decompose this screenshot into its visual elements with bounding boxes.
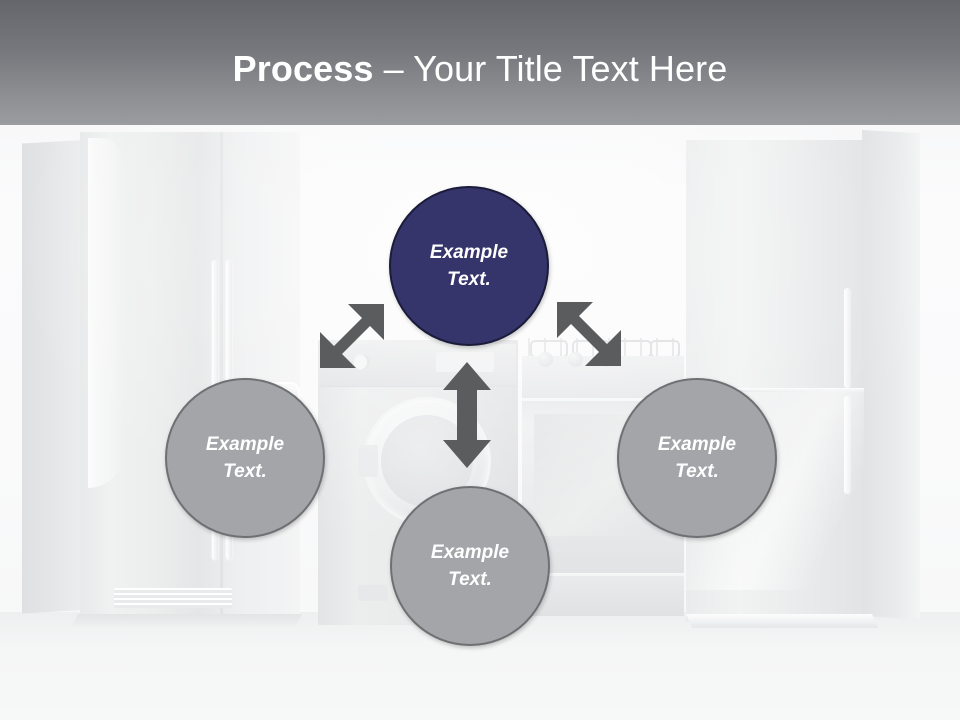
node-bottom-line2: Text. xyxy=(448,569,492,590)
node-left[interactable]: Example Text. xyxy=(165,378,325,538)
fridge-left-side-panel xyxy=(22,140,84,614)
fridge-right-handle-upper xyxy=(844,288,851,388)
node-bottom-label: Example Text. xyxy=(417,539,523,593)
node-right-label: Example Text. xyxy=(644,431,750,485)
title-bar: Process – Your Title Text Here xyxy=(0,0,960,125)
connector-top-right-arrow xyxy=(545,296,645,396)
washer-program-dial xyxy=(354,354,370,370)
page-title-separator: – xyxy=(373,48,414,89)
connector-top-left-arrow xyxy=(306,298,406,398)
node-top[interactable]: Example Text. xyxy=(389,186,549,346)
fridge-left-gloss xyxy=(88,138,124,488)
node-right-line2: Text. xyxy=(675,461,719,482)
connector-top-bottom-arrow xyxy=(437,362,497,468)
node-top-line2: Text. xyxy=(447,269,491,290)
fridge-right-base xyxy=(686,614,879,628)
node-right-line1: Example xyxy=(657,434,737,455)
stove-knob-1 xyxy=(538,352,553,367)
node-bottom-line1: Example xyxy=(430,542,510,563)
oven-storage-drawer xyxy=(522,574,684,616)
node-left-line2: Text. xyxy=(223,461,267,482)
fridge-right-side-panel xyxy=(862,130,920,620)
node-left-line1: Example xyxy=(205,434,285,455)
node-left-label: Example Text. xyxy=(192,431,298,485)
washer-display xyxy=(436,352,494,372)
refrigerator-left-image xyxy=(22,132,302,628)
page-title: Process – Your Title Text Here xyxy=(0,47,960,91)
node-bottom[interactable]: Example Text. xyxy=(390,486,550,646)
node-right[interactable]: Example Text. xyxy=(617,378,777,538)
refrigerator-right-image xyxy=(686,130,928,630)
node-top-line1: Example xyxy=(429,242,509,263)
fridge-left-base xyxy=(71,614,302,628)
fridge-left-door-split xyxy=(220,132,223,616)
node-top-label: Example Text. xyxy=(416,239,522,293)
page-title-strong: Process xyxy=(232,48,374,89)
washer-door-latch xyxy=(358,445,378,477)
page-title-light: Your Title Text Here xyxy=(413,48,728,89)
fridge-left-vent-grille xyxy=(114,588,232,608)
stove-knob-2 xyxy=(568,352,583,367)
washer-detergent-drawer xyxy=(358,585,388,601)
